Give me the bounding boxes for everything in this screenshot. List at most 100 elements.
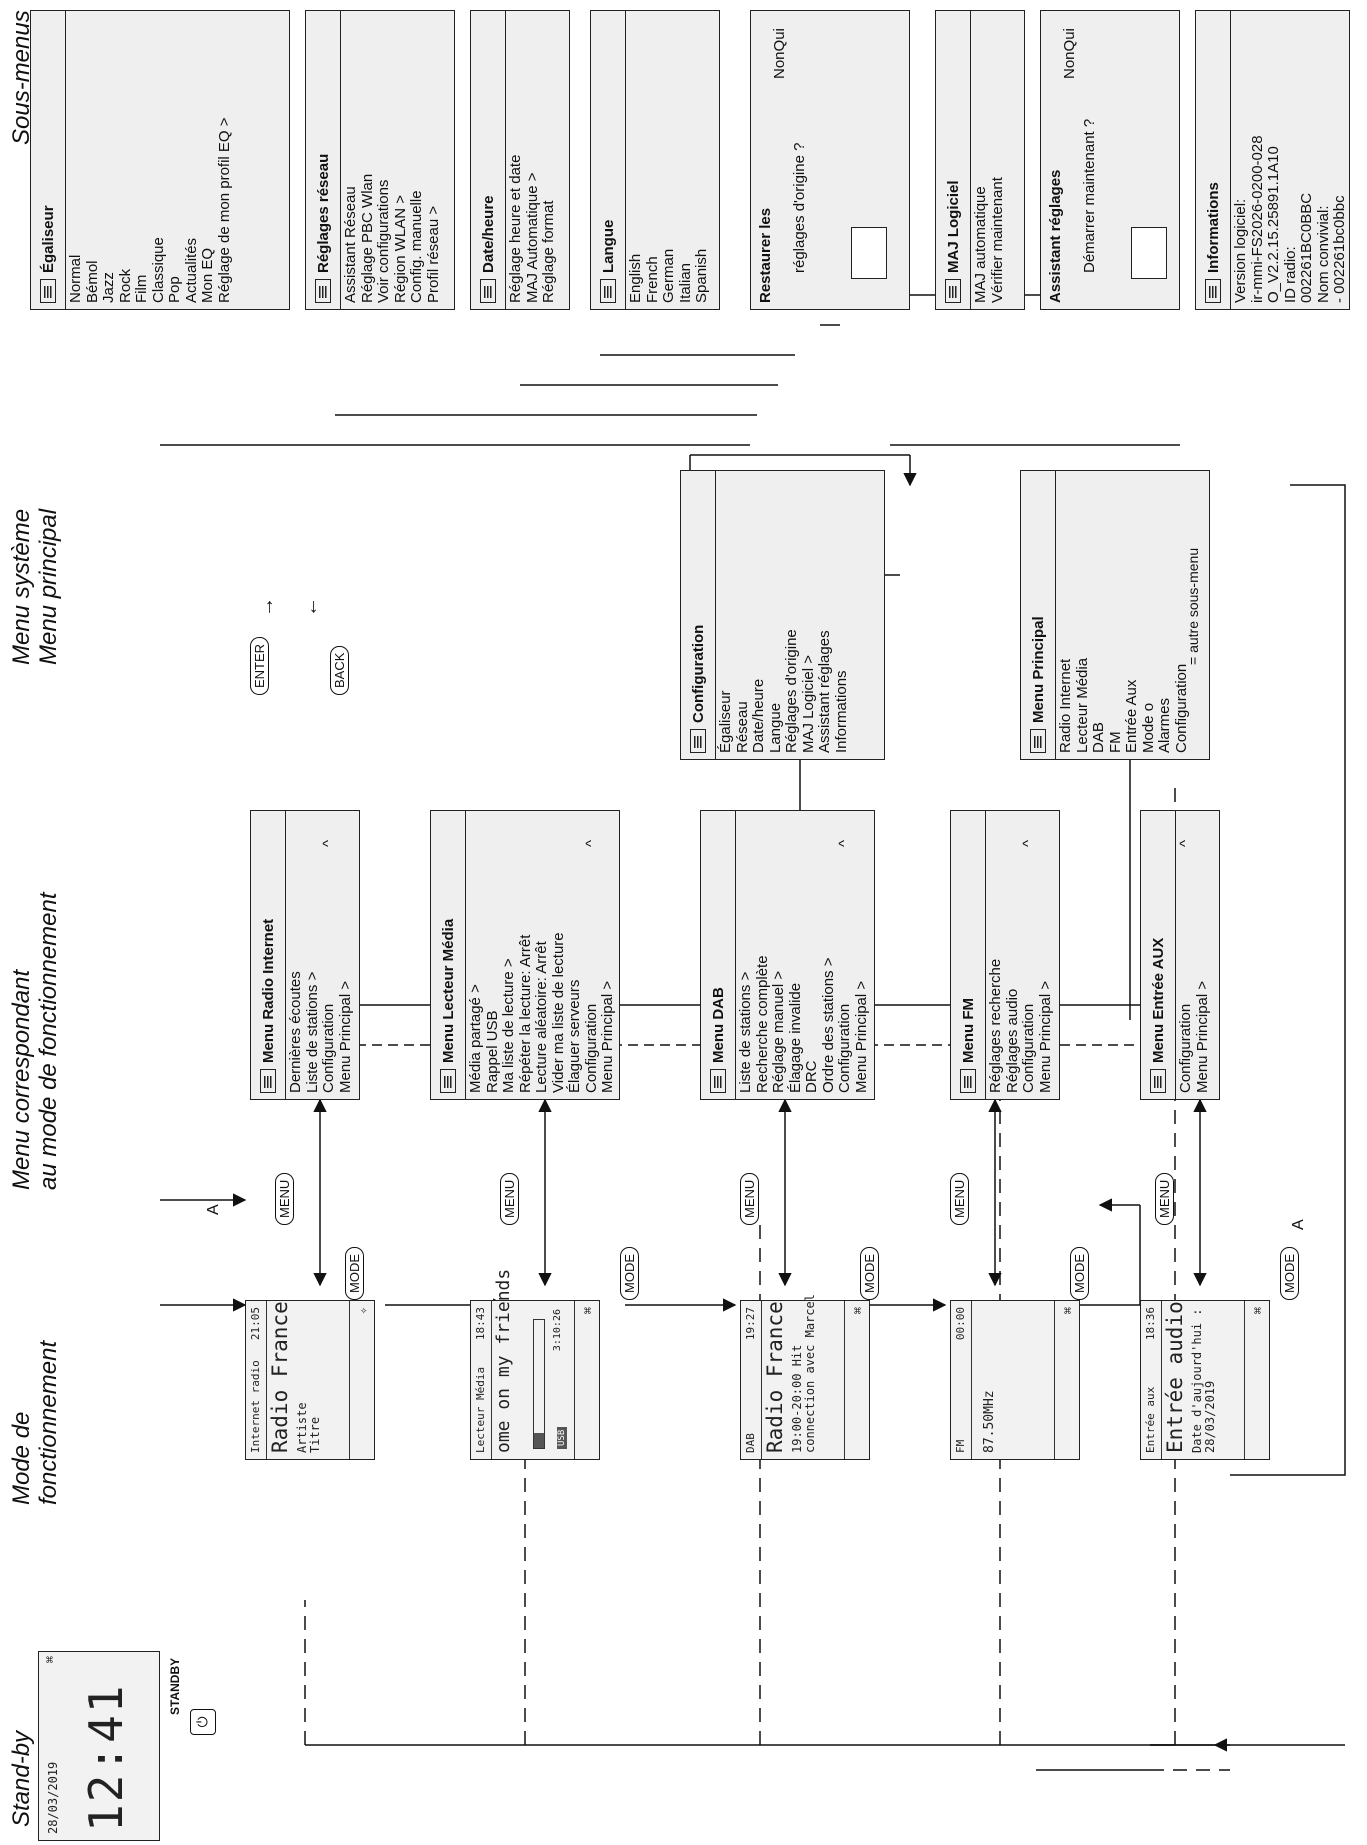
menu-item[interactable]: Classique	[149, 237, 167, 303]
menu-item[interactable]: Profil réseau >	[424, 205, 442, 303]
enter-button[interactable]: ENTER	[250, 636, 269, 695]
menu-item[interactable]: Italian	[676, 262, 694, 303]
menu-item[interactable]: Date/heure	[750, 678, 767, 753]
menu-item[interactable]: Configuration^	[582, 811, 601, 1093]
menu-item[interactable]: Bémol	[83, 260, 101, 303]
menu-button[interactable]: MENU	[740, 1172, 759, 1225]
menu-item[interactable]: Réglage format	[540, 200, 557, 303]
menu-item[interactable]: Rappel USB	[483, 1010, 501, 1093]
menu-item[interactable]: Élaguer serveurs	[566, 979, 583, 1093]
menu-item[interactable]: MAJ Automatique >	[523, 172, 541, 304]
menu-item[interactable]: Ordre des stations >	[819, 957, 837, 1093]
menu-item[interactable]: DAB	[1090, 722, 1107, 753]
column-title-system-line2: Menu principal	[35, 508, 62, 665]
mode-button[interactable]: MODE	[1070, 1247, 1089, 1300]
menu-item[interactable]: German	[660, 248, 677, 303]
standby-time: 12:41	[79, 1683, 133, 1832]
menu-item[interactable]: Configuration^	[836, 811, 854, 1093]
menu-item[interactable]: Langue	[766, 702, 784, 753]
arrow-up-icon: →	[256, 597, 278, 617]
column-title-mode-menu-line1: Menu correspondant	[8, 969, 35, 1190]
menu-button[interactable]: MENU	[1155, 1172, 1174, 1225]
menu-item[interactable]: Liste de stations >	[303, 971, 321, 1093]
menu-item[interactable]: Élagage invalide	[786, 982, 804, 1093]
menu-item[interactable]: Menu Principal >	[1193, 980, 1211, 1093]
menu-item[interactable]: Configuration^	[320, 811, 338, 1093]
mode-button[interactable]: MODE	[1280, 1247, 1299, 1300]
menu-item[interactable]: Égaliseur	[717, 690, 734, 753]
menu-item[interactable]: Média partagé >	[467, 984, 484, 1093]
power-icon[interactable]: ⏻	[190, 1709, 216, 1735]
menu-item[interactable]: Réglage manuel >	[770, 970, 787, 1093]
menu-item[interactable]: Réglage PBC Wlan	[358, 173, 376, 303]
menu-item[interactable]: Mode o	[1139, 702, 1157, 753]
menu-item[interactable]: Voir configurations	[375, 179, 392, 303]
menu-item[interactable]: Configuration^	[1020, 811, 1038, 1093]
menu-item[interactable]: FM	[1106, 731, 1124, 753]
menu-item[interactable]: Répéter la lecture: Arrêt	[516, 934, 534, 1093]
menu-header: Langue	[591, 11, 626, 309]
menu-item[interactable]: MAJ automatique	[972, 186, 989, 303]
dialog-question: réglages d'origine ?	[791, 142, 808, 273]
menu-item[interactable]: Réglage de mon profil EQ >	[215, 117, 233, 303]
back-button[interactable]: BACK	[330, 645, 349, 695]
no-button-box[interactable]	[851, 227, 887, 279]
menu-item[interactable]: Ma liste de lecture >	[500, 958, 517, 1093]
menu-title: Réglages réseau	[314, 153, 332, 273]
menu-item[interactable]: Informations	[832, 670, 850, 753]
menu-item[interactable]: Réseau	[733, 701, 751, 753]
menu-item-label: Configuration	[1020, 1003, 1037, 1093]
menu-item[interactable]: Assistant Réseau	[342, 186, 359, 303]
menu-item[interactable]: Configuration^	[1177, 811, 1195, 1093]
menu-button[interactable]: MENU	[500, 1172, 519, 1225]
menu-item[interactable]: Spanish	[693, 248, 710, 303]
menu-item[interactable]: MAJ Logiciel >	[799, 655, 817, 753]
menu-item[interactable]: Menu Principal >	[1036, 980, 1054, 1093]
menu-list-icon	[690, 729, 706, 753]
menu-item[interactable]: Assistant réglages	[816, 630, 833, 753]
menu-item[interactable]: Config. manuelle	[408, 190, 425, 303]
menu-item[interactable]: Menu Principal >	[336, 980, 354, 1093]
menu-item[interactable]: Menu Principal >	[599, 980, 616, 1093]
menu-item[interactable]: DRC	[803, 1060, 820, 1094]
menu-item[interactable]: Pop	[166, 276, 183, 303]
menu-item[interactable]: Alarmes	[1156, 697, 1173, 753]
menu-item[interactable]: Radio Internet	[1057, 658, 1074, 753]
menu-button[interactable]: MENU	[275, 1172, 294, 1225]
mode-button[interactable]: MODE	[860, 1247, 879, 1300]
menu-item[interactable]: Réglages audio	[1003, 988, 1021, 1093]
menu-item[interactable]: Recherche complète	[753, 955, 771, 1093]
menu-item[interactable]: Entrée Aux	[1123, 679, 1140, 753]
menu-item[interactable]: English	[627, 253, 644, 303]
menu-item[interactable]: Réglages recherche	[987, 958, 1004, 1093]
menu-item-label: Configuration	[582, 1003, 600, 1093]
menu-button[interactable]: MENU	[950, 1172, 969, 1225]
menu-item[interactable]: Région WLAN >	[391, 195, 409, 303]
mode-button[interactable]: MODE	[620, 1247, 639, 1300]
menu-item[interactable]: Rock	[116, 268, 134, 303]
menu-item[interactable]: Normal	[67, 254, 84, 303]
menu-item: ID radio:	[1281, 246, 1299, 303]
screen-input-name: Entrée audio	[1163, 1301, 1187, 1453]
screen-bottom-bar: ⌘	[844, 1301, 869, 1459]
menu-item[interactable]: Dernières écoutes	[287, 971, 304, 1093]
menu-item[interactable]: Réglages d'origine	[783, 629, 800, 753]
network-icon: ⌘	[43, 1656, 57, 1664]
menu-item[interactable]: Jazz	[100, 272, 117, 303]
menu-item[interactable]: Vérifier maintenant	[988, 177, 1006, 303]
dialog-choices[interactable]: NonQui	[771, 28, 788, 79]
menu-item[interactable]: Liste de stations >	[737, 971, 754, 1093]
menu-item[interactable]: French	[643, 256, 661, 303]
dialog-choices[interactable]: NonQui	[1061, 28, 1078, 79]
menu-item[interactable]: Vider ma liste de lecture	[549, 932, 567, 1093]
menu-item[interactable]: Lecture aléatoire: Arrêt	[533, 941, 550, 1093]
menu-item[interactable]: Mon EQ	[199, 247, 216, 303]
menu-item[interactable]: Menu Principal >	[852, 980, 870, 1093]
menu-item[interactable]: Actualités	[182, 237, 200, 303]
menu-item[interactable]: Film	[133, 274, 150, 303]
menu-item[interactable]: Réglage heure et date	[507, 154, 524, 303]
no-button-box[interactable]	[1131, 227, 1167, 279]
mode-button[interactable]: MODE	[345, 1247, 364, 1300]
menu-item[interactable]: Lecteur Média	[1073, 657, 1091, 753]
